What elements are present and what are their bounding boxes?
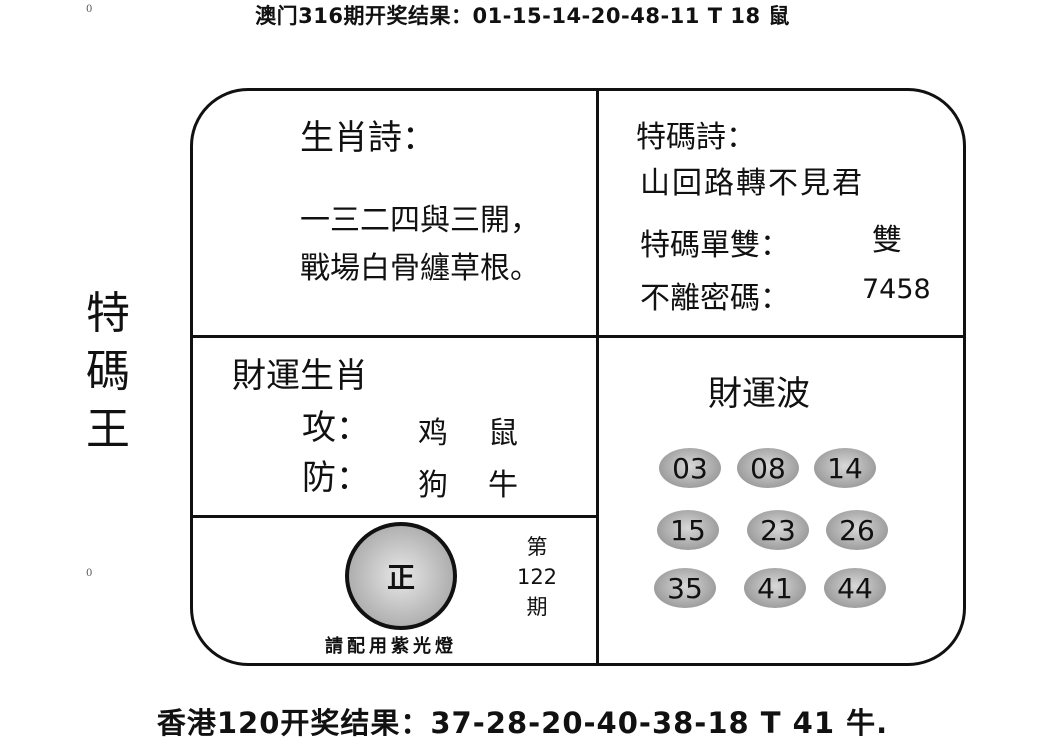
issue-value: 122 bbox=[516, 565, 558, 589]
side-title: 特 碼 王 bbox=[78, 285, 138, 459]
attack-value: 鼠 bbox=[488, 416, 518, 451]
issue-number: 第 122 期 bbox=[514, 532, 560, 622]
stray-mark: 0 bbox=[86, 568, 93, 579]
number-ball: 23 bbox=[747, 510, 809, 550]
zodiac-poem-title: 生肖詩： bbox=[300, 118, 436, 158]
defend-value: 狗 bbox=[418, 468, 448, 503]
defend-label: 防： bbox=[302, 458, 370, 498]
stray-mark: 0 bbox=[86, 4, 93, 15]
number-ball: 03 bbox=[659, 448, 721, 488]
odd-even-value: 雙 bbox=[872, 223, 902, 258]
seal-caption: 請配用紫光燈 bbox=[325, 636, 457, 657]
number-ball: 14 bbox=[814, 448, 876, 488]
official-seal: 正 bbox=[345, 522, 457, 630]
number-ball: 44 bbox=[824, 568, 886, 608]
number-ball: 26 bbox=[826, 510, 888, 550]
side-title-char: 碼 bbox=[86, 346, 130, 397]
fortune-zodiac-title: 財運生肖 bbox=[232, 356, 368, 396]
attack-label: 攻： bbox=[302, 408, 370, 448]
side-title-char: 特 bbox=[86, 288, 130, 339]
main-panel bbox=[190, 88, 966, 666]
issue-suffix: 期 bbox=[526, 595, 548, 619]
zodiac-poem-line: 戰場白骨纏草根。 bbox=[300, 251, 540, 286]
zodiac-poem-line: 一三二四與三開， bbox=[300, 203, 540, 238]
odd-even-label: 特碼單雙： bbox=[640, 228, 790, 263]
defend-value: 牛 bbox=[488, 468, 518, 503]
issue-prefix: 第 bbox=[526, 535, 548, 559]
attack-value: 鸡 bbox=[418, 416, 448, 451]
number-ball: 35 bbox=[654, 568, 716, 608]
divider bbox=[192, 335, 964, 338]
number-ball: 08 bbox=[737, 448, 799, 488]
divider bbox=[596, 90, 599, 664]
code-label: 不離密碼： bbox=[640, 281, 790, 316]
special-poem-title: 特碼詩： bbox=[636, 120, 756, 155]
fortune-wave-title: 財運波 bbox=[708, 374, 810, 414]
number-ball: 15 bbox=[657, 510, 719, 550]
special-poem-line: 山回路轉不見君 bbox=[640, 166, 864, 201]
code-value: 7458 bbox=[862, 274, 931, 305]
side-title-char: 王 bbox=[86, 404, 130, 455]
seal-center: 正 bbox=[386, 561, 415, 594]
hk-result-footer: 香港120开奖结果：37-28-20-40-38-18 T 41 牛. bbox=[156, 706, 889, 740]
macau-result-header: 澳门316期开奖结果：01-15-14-20-48-11 T 18 鼠 bbox=[255, 4, 790, 28]
number-ball: 41 bbox=[744, 568, 806, 608]
divider bbox=[192, 515, 597, 518]
